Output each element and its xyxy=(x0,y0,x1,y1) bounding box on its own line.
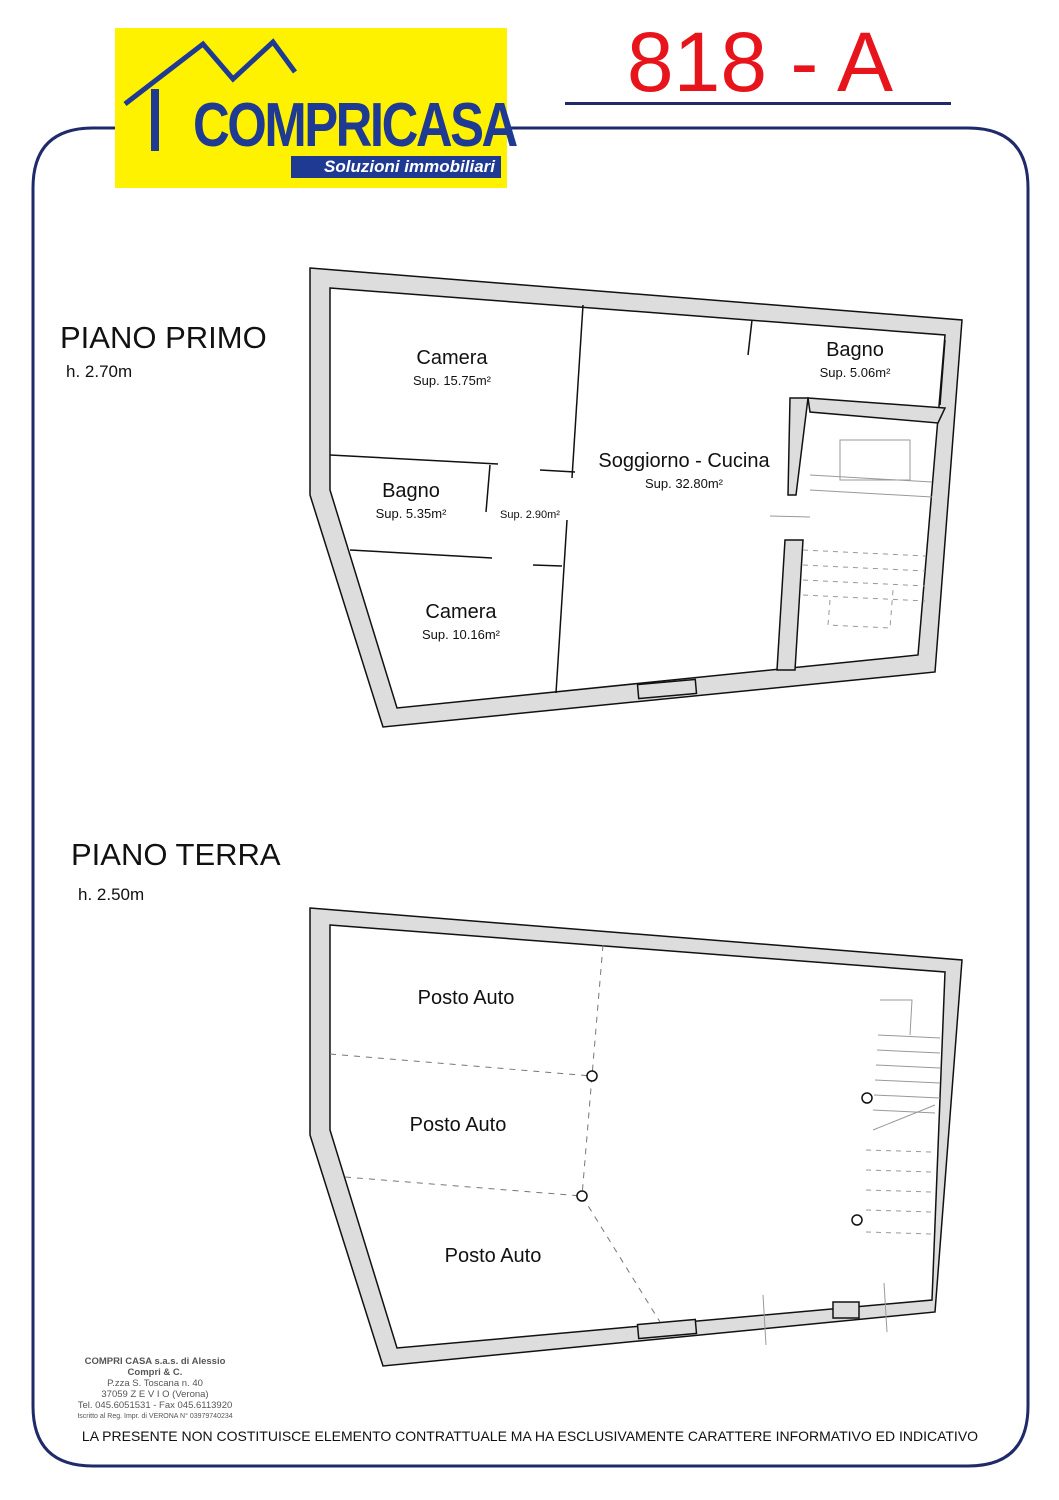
room-area: Sup. 5.35m² xyxy=(376,506,447,521)
upper-floor-plan xyxy=(309,267,963,728)
room-area: Sup. 2.90m² xyxy=(500,509,560,521)
room-name: Soggiorno - Cucina xyxy=(598,450,770,472)
company-line: 37059 Z E V I O (Verona) xyxy=(101,1389,209,1400)
company-line: Tel. 045.6051531 - Fax 045.6113920 xyxy=(77,1400,233,1411)
company-line: Iscritto al Reg. Impr. di VERONA N° 0397… xyxy=(77,1413,233,1420)
room-area: Sup. 32.80m² xyxy=(645,476,724,491)
floor-height: h. 2.70m xyxy=(66,362,133,381)
parking-label: Posto Auto xyxy=(418,987,515,1009)
logo-name: COMPRICASA xyxy=(193,91,518,160)
disclaimer: LA PRESENTE NON COSTITUISCE ELEMENTO CON… xyxy=(81,1428,979,1444)
logo-tagline: Soluzioni immobiliari xyxy=(291,156,501,178)
room-name: Bagno xyxy=(382,480,440,502)
company-logo: COMPRICASA Soluzioni immobiliari xyxy=(115,28,518,188)
room-name: Camera xyxy=(416,347,488,369)
company-info: COMPRI CASA s.a.s. di Alessio Compri & C… xyxy=(70,1356,240,1422)
room-area: Sup. 5.06m² xyxy=(820,365,891,380)
listing-code: 818 - A xyxy=(626,15,894,109)
divider xyxy=(565,102,951,105)
floor-height: h. 2.50m xyxy=(78,885,145,904)
room-area: Sup. 10.16m² xyxy=(422,627,501,642)
room-name: Camera xyxy=(425,601,497,623)
parking-label: Posto Auto xyxy=(445,1245,542,1267)
house-roof-icon xyxy=(123,38,298,151)
ground-floor-plan xyxy=(309,907,963,1367)
room-area: Sup. 15.75m² xyxy=(413,373,492,388)
floor-title: PIANO PRIMO xyxy=(60,320,267,355)
parking-label: Posto Auto xyxy=(410,1114,507,1136)
company-line: COMPRI CASA s.a.s. di Alessio Compri & C… xyxy=(84,1356,226,1378)
room-name: Bagno xyxy=(826,339,884,361)
floor-title: PIANO TERRA xyxy=(71,837,281,872)
company-line: P.zza S. Toscana n. 40 xyxy=(107,1378,203,1389)
